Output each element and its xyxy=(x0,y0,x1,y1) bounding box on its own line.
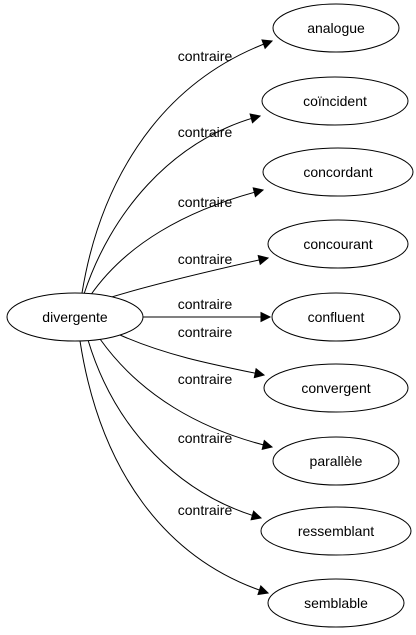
edge-label-confluent: contraire xyxy=(178,296,233,312)
target-node-ellipse xyxy=(272,3,400,53)
target-nodes: analogue coïncident concordant concourant co… xyxy=(260,3,414,628)
source-node-label: divergente xyxy=(42,309,108,325)
edge-concourant xyxy=(104,257,269,300)
target-node-ellipse xyxy=(272,436,400,486)
target-node-semblable[interactable]: semblable xyxy=(267,578,405,628)
edge-labels: contraire contraire contraire contraire cont… xyxy=(178,48,233,518)
edge-label-analogue: contraire xyxy=(178,48,233,64)
target-node-ellipse xyxy=(262,147,414,197)
edge-label-parallele: contraire xyxy=(178,371,233,387)
edges xyxy=(79,39,274,596)
edge-label-convergent: contraire xyxy=(178,324,233,340)
edge-ressemblant xyxy=(87,339,262,519)
arrowhead-parallele xyxy=(261,439,274,450)
target-node-ellipse xyxy=(271,292,401,342)
arrowhead-concordant xyxy=(252,187,265,198)
target-node-label: analogue xyxy=(307,20,365,36)
target-node-convergent[interactable]: convergent xyxy=(263,363,409,413)
target-node-ressemblant[interactable]: ressemblant xyxy=(260,506,412,556)
arrowhead-ressemblant xyxy=(250,510,263,521)
target-node-concourant[interactable]: concourant xyxy=(267,219,409,269)
edge-analogue xyxy=(81,40,273,294)
target-node-concordant[interactable]: concordant xyxy=(262,147,414,197)
target-node-confluent[interactable]: confluent xyxy=(271,292,401,342)
target-node-ellipse xyxy=(260,506,412,556)
target-node-ellipse xyxy=(261,76,409,126)
arrowhead-semblable xyxy=(257,584,270,596)
target-node-ellipse xyxy=(267,219,409,269)
edge-coincident xyxy=(83,115,261,295)
edge-concordant xyxy=(89,189,264,297)
target-node-label: confluent xyxy=(308,309,365,325)
edge-convergent xyxy=(119,334,265,376)
edge-label-concourant: contraire xyxy=(178,251,233,267)
arrowhead-coincident xyxy=(249,113,262,124)
edge-label-semblable: contraire xyxy=(178,502,233,518)
target-node-ellipse xyxy=(267,578,405,628)
target-node-label: parallèle xyxy=(310,453,363,469)
target-node-label: concourant xyxy=(303,236,372,252)
edge-semblable xyxy=(79,340,269,594)
target-node-parallele[interactable]: parallèle xyxy=(272,436,400,486)
target-node-analogue[interactable]: analogue xyxy=(272,3,400,53)
target-node-label: semblable xyxy=(304,595,368,611)
arrowhead-analogue xyxy=(261,39,274,50)
edge-parallele xyxy=(99,338,273,448)
edge-label-concordant: contraire xyxy=(178,194,233,210)
target-node-coincident[interactable]: coïncident xyxy=(261,76,409,126)
edge-label-coincident: contraire xyxy=(178,124,233,140)
target-node-label: coïncident xyxy=(303,93,367,109)
target-node-label: ressemblant xyxy=(298,523,374,539)
target-node-label: convergent xyxy=(301,380,370,396)
target-node-ellipse xyxy=(263,363,409,413)
edge-label-ressemblant: contraire xyxy=(178,430,233,446)
source-node-ellipse xyxy=(6,292,144,342)
arrowhead-confluent xyxy=(260,311,272,323)
source-node[interactable]: divergente xyxy=(6,292,144,342)
target-node-label: concordant xyxy=(303,164,372,180)
arrowhead-concourant xyxy=(257,254,270,266)
arrowhead-convergent xyxy=(253,367,266,379)
